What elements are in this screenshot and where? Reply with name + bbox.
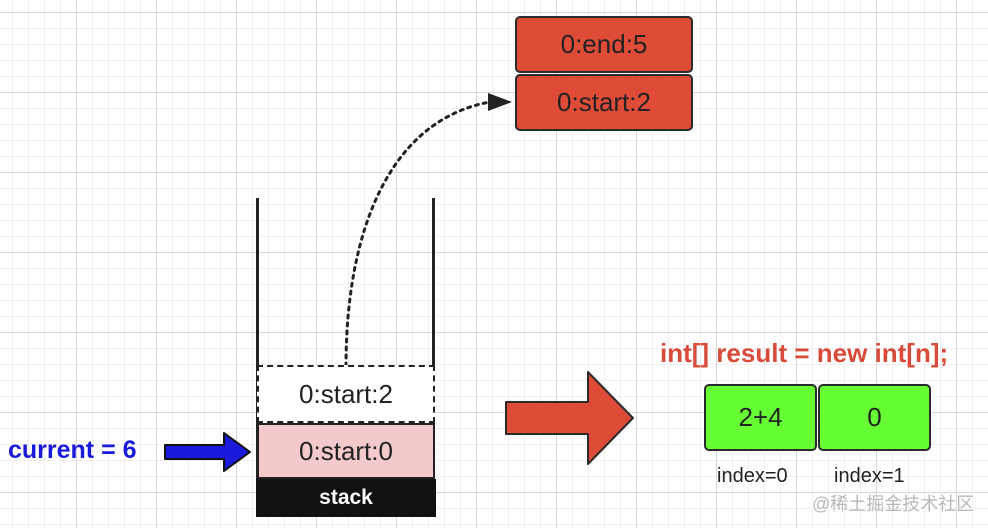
stack-item-bottom: 0:start:0 [257, 423, 435, 479]
current-arrow [164, 432, 251, 472]
stack-item-bottom-label: 0:start:0 [299, 435, 393, 466]
stack-left-wall [256, 198, 259, 480]
stack-item-top: 0:start:2 [257, 365, 435, 423]
popped-record-start: 0:start:2 [515, 74, 693, 131]
result-cell-0: 2+4 [704, 384, 817, 451]
stack-item-top-label: 0:start:2 [299, 378, 393, 409]
transform-arrow [505, 371, 634, 465]
popped-record-end-label: 0:end:5 [560, 29, 648, 59]
stack-right-wall [432, 198, 435, 480]
watermark: @稀土掘金技术社区 [812, 494, 975, 514]
current-label: current = 6 [8, 436, 137, 464]
stack-base: stack [256, 479, 436, 517]
stack-base-label: stack [319, 486, 373, 509]
result-cell-1-value: 0 [867, 402, 882, 432]
popped-record-end: 0:end:5 [515, 16, 693, 73]
index-label-0: index=0 [717, 465, 788, 487]
result-cell-0-value: 2+4 [738, 402, 783, 432]
result-declaration: int[] result = new int[n]; [660, 338, 949, 368]
popped-record-start-label: 0:start:2 [557, 87, 651, 117]
index-label-1: index=1 [834, 465, 905, 487]
result-cell-1: 0 [818, 384, 931, 451]
